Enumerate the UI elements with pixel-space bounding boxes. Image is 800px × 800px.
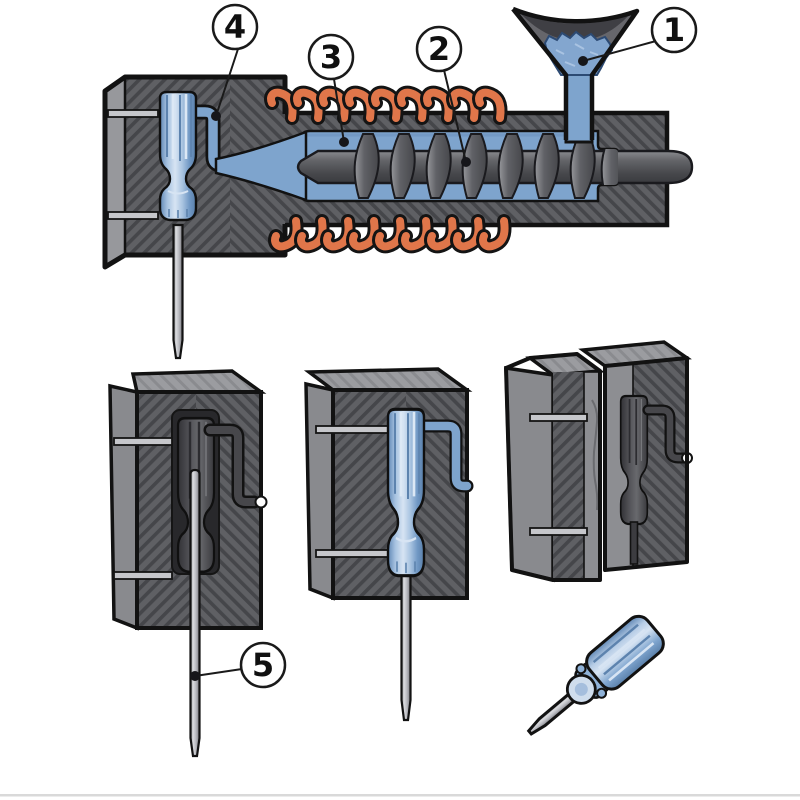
mold-top-face: [130, 369, 267, 394]
callout-2: 2: [415, 25, 471, 167]
mold-side-face: [108, 383, 139, 631]
mold-outline: [331, 388, 469, 600]
runner-melt: [415, 421, 472, 491]
leader-line: [194, 668, 243, 677]
guide-pin: [529, 527, 588, 536]
screwdriver-handle: [585, 614, 665, 691]
runner-channel: [644, 406, 688, 462]
mold-half-left: [504, 352, 605, 583]
nozzle-melt: [214, 130, 308, 202]
callout-circle: [650, 6, 698, 54]
callout-number: 5: [252, 646, 274, 684]
handle-flute: [597, 628, 646, 670]
mold-stage-empty: [108, 369, 268, 758]
leader-dot: [190, 671, 200, 681]
callout-circle: [211, 3, 259, 51]
callout-1: 1: [578, 6, 698, 66]
mold-side-face: [304, 381, 335, 601]
callout-number: 1: [663, 11, 685, 49]
handle-flute: [608, 642, 655, 682]
sprue-notch: [254, 495, 268, 509]
leader-line: [582, 40, 657, 62]
callout-circle: [307, 33, 355, 81]
cavity-imprint: [591, 399, 599, 511]
leader-line: [443, 69, 467, 163]
mold-outline: [102, 74, 288, 270]
callout-number: 2: [428, 30, 450, 68]
guide-pin: [107, 211, 159, 220]
screwdriver-shaft: [400, 572, 412, 722]
leader-dot: [461, 157, 471, 167]
leader-dot: [211, 111, 221, 121]
hopper-rim-inner: [520, 13, 630, 41]
callout-5: 5: [190, 641, 287, 689]
leader-dot: [578, 56, 588, 66]
injection-unit: [102, 6, 694, 360]
screwdriver-shaft: [189, 468, 201, 758]
leader-line: [333, 78, 345, 143]
screwdriver-shaft: [172, 223, 184, 360]
handle-flute: [592, 623, 639, 663]
mold-half-right: [578, 340, 693, 572]
callout-3: 3: [307, 33, 355, 147]
mold-outline: [504, 352, 602, 582]
guide-pin: [529, 413, 588, 422]
finished-screwdriver: [526, 614, 665, 736]
image-bottom-border: [0, 794, 800, 797]
ferrule-center: [574, 682, 588, 696]
parting-face: [583, 371, 601, 581]
callouts: 1 2 3 4 5: [190, 3, 698, 689]
molded-screwdriver-top: [160, 92, 196, 360]
leader-dot: [339, 137, 349, 147]
guide-pin: [113, 571, 173, 580]
plastic-pellets: [543, 30, 614, 76]
leader-line: [215, 48, 239, 117]
screwdriver-handle: [160, 92, 196, 220]
mold-stage-filled: [303, 367, 474, 722]
mold-top-face: [303, 367, 473, 392]
molded-handle: [388, 409, 424, 575]
pellet-texture: [555, 43, 599, 67]
guide-pin: [315, 425, 391, 434]
callout-number: 3: [320, 38, 342, 76]
runner-channel: [206, 426, 258, 506]
collar-bump: [596, 687, 608, 699]
guide-pin: [107, 109, 159, 118]
callout-circle: [239, 641, 287, 689]
mold-stage-open: [504, 340, 693, 583]
mold-side-face: [105, 77, 125, 267]
callout-4: 4: [211, 3, 259, 121]
guide-pin: [315, 549, 391, 558]
collar-bump: [575, 663, 587, 675]
callout-circle: [415, 25, 463, 73]
screw: [296, 133, 694, 199]
cavity-shaft: [629, 521, 639, 565]
mold-outline: [603, 356, 689, 572]
callout-number: 4: [224, 8, 246, 46]
cavity-handle-shape: [621, 396, 648, 524]
hopper-outline: [511, 6, 640, 140]
handle-flute: [603, 634, 651, 676]
guide-pin: [113, 437, 173, 446]
